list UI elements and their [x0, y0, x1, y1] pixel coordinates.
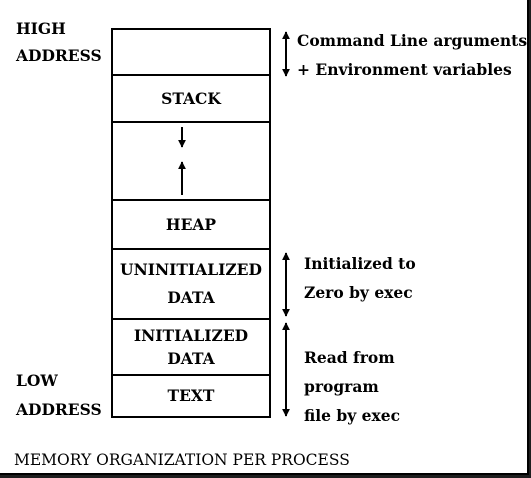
high-label: HIGH [16, 19, 66, 38]
low-address-label: ADDRESS [16, 400, 102, 419]
segment-uninitialized-data-label: UNINITIALIZED DATA [120, 260, 262, 307]
segment-uninitialized-data: UNINITIALIZED DATA [111, 250, 271, 320]
segment-text: TEXT [111, 376, 271, 418]
annotation-bss-line1: Initialized to [304, 254, 416, 273]
segment-initialized-data: INITIALIZED DATA [111, 320, 271, 376]
annotation-bss-line2: Zero by exec [304, 283, 413, 302]
segment-growth-gap [111, 123, 271, 201]
segment-stack-label: STACK [161, 88, 221, 108]
diagram-caption: MEMORY ORGANIZATION PER PROCESS [14, 451, 350, 469]
segment-args [111, 28, 271, 76]
low-label: LOW [16, 371, 58, 390]
high-address-label: ADDRESS [16, 46, 102, 65]
segment-initialized-data-label: INITIALIZED DATA [133, 326, 249, 368]
annotation-args-line1: Command Line arguments [297, 31, 528, 50]
segment-text-label: TEXT [167, 386, 215, 405]
segment-heap: HEAP [111, 201, 271, 250]
segment-stack: STACK [111, 76, 271, 123]
annotation-args-line2: + Environment variables [297, 60, 512, 79]
annotation-readfrom-line3: file by exec [304, 406, 401, 425]
annotation-readfrom-line1: Read from [304, 348, 395, 367]
annotation-readfrom-line2: program [304, 377, 379, 396]
segment-heap-label: HEAP [165, 214, 217, 234]
